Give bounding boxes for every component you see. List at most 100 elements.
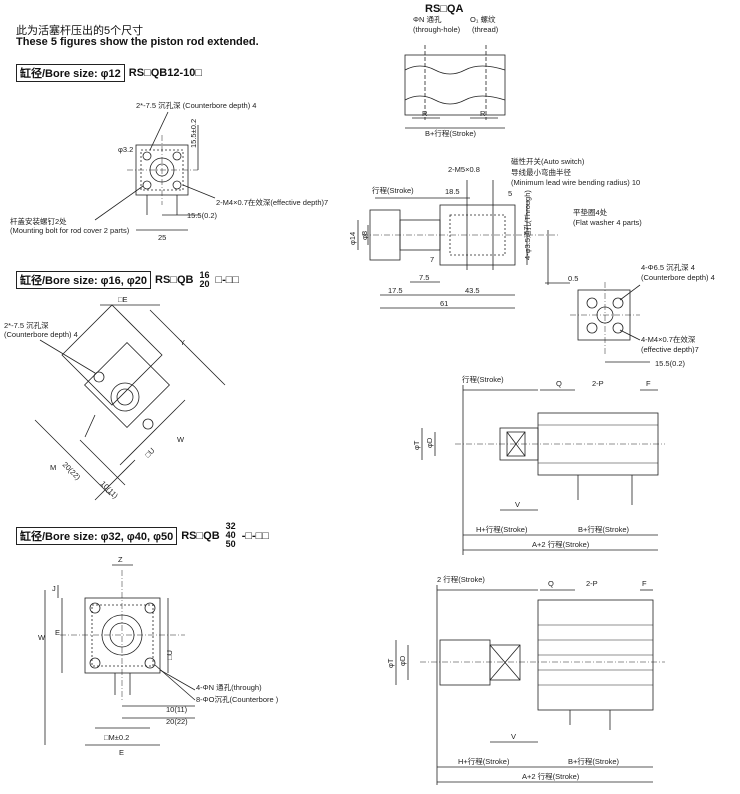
end2-hole-bl: [586, 322, 598, 334]
fig32-hole-br: [144, 657, 156, 669]
f12-v155: 15.5±0.2: [189, 119, 198, 148]
end2-leader-m4: [619, 329, 641, 341]
f32-M: □M±0.2: [104, 733, 129, 742]
side-stroke: 行程(Stroke): [372, 185, 414, 195]
l2-D: φD: [398, 655, 407, 666]
l1-A: A+2 行程(Stroke): [532, 539, 590, 549]
f12-m4: 2-M4×0.7在效深(effective depth)7: [216, 197, 328, 207]
fig16-dim-W: [119, 399, 186, 466]
f12-h155: 15.5(0.2): [187, 211, 218, 220]
l2-A: A+2 行程(Stroke): [522, 771, 580, 781]
fig-bore16: [34, 304, 226, 501]
long2-rod-end: [439, 639, 491, 686]
side-washer-en: (Flat washer 4 parts): [573, 218, 642, 227]
f12-bolt-en: (Mounting bolt for rod cover 2 parts): [10, 226, 130, 235]
side-d8: φ8: [360, 231, 369, 240]
long2-nut-x2: [489, 644, 521, 681]
l2-V: V: [511, 732, 516, 741]
f32-Z: Z: [118, 555, 123, 564]
qa-title: RS□QA: [425, 3, 463, 15]
fig-long2: [395, 585, 665, 785]
end2-hole-tr: [612, 297, 624, 309]
fig16-rod: [116, 388, 134, 406]
fig16-body: [84, 342, 170, 428]
fig16-tab: [84, 414, 96, 438]
end2-leader-cb: [619, 284, 641, 301]
end2-hole-br: [612, 322, 624, 334]
qa-thread: O₁ 螺纹: [470, 14, 496, 24]
l1-P: 2-P: [592, 379, 604, 388]
bore-16-heading: 缸径/Bore size: φ16, φ20 RS□QB 16 20 □-□□: [16, 271, 239, 289]
l1-F: F: [646, 379, 651, 388]
fig16-hole-1: [93, 371, 105, 383]
l1-H: H+行程(Stroke): [476, 524, 528, 534]
fig16-leader-cb: [39, 339, 96, 374]
qa-r1: R: [422, 109, 428, 118]
qa-stroke: B+行程(Stroke): [425, 128, 477, 138]
f16-cb-en: (Counterbore depth) 4: [4, 330, 78, 339]
f32-E2: E: [119, 748, 124, 757]
qa-hole-en: (through-hole): [413, 25, 461, 34]
f32-n: 4-ΦN 通孔(through): [196, 682, 262, 692]
end2-hole-tl: [586, 297, 598, 309]
f16-M: M: [50, 463, 56, 472]
side-435: 43.5: [465, 286, 480, 295]
fig32-leader-o: [154, 664, 196, 701]
fig32-hole-tr: [144, 602, 156, 614]
side-75: 7.5: [419, 273, 429, 282]
long2-nut: [489, 644, 521, 681]
side-washer-cn: 平垫圈4处: [573, 207, 608, 217]
bore-12-heading: 缸径/Bore size: φ12 RS□QB12-10□: [16, 64, 202, 82]
fig12-hole-br: [172, 180, 182, 190]
side-switch: 磁性开关(Auto switch): [511, 156, 585, 166]
bore-32-sizes: 32 40 50: [226, 522, 236, 549]
bore-16-sizes: 16 20: [199, 271, 209, 289]
side-185: 18.5: [445, 187, 460, 196]
f32-J: J: [52, 584, 56, 593]
fig-long1: [421, 385, 665, 555]
fig-end2: [570, 282, 650, 363]
labels: RS□QA ΦN 通孔 (through-hole) O₁ 螺纹 (thread…: [4, 3, 715, 781]
fig-bore32: [44, 564, 196, 746]
fig32-hole-tl: [89, 602, 101, 614]
f12-w25: 25: [158, 233, 166, 242]
fig12-leader-cb: [149, 111, 169, 151]
fig32-hole-bl: [89, 657, 101, 669]
l1-B: B+行程(Stroke): [578, 524, 630, 534]
l1-T: φT: [412, 440, 421, 450]
fig16-dim-20: [79, 439, 126, 486]
f16-10: 10(11): [99, 479, 121, 501]
bore-16-model: RS□QB: [155, 274, 194, 286]
fig16-hole-2: [142, 418, 154, 430]
size-32: 32: [225, 521, 236, 531]
l1-D: φD: [425, 437, 434, 448]
qa-thread-en: (thread): [472, 25, 499, 34]
size-20: 20: [199, 279, 210, 289]
bore-32-suffix: -□-□□: [241, 529, 269, 542]
fig32-inner: [91, 604, 154, 667]
e2-cb-cn: 4-Φ6.5 沉孔深 4: [641, 263, 695, 272]
bore-32-label: 缸径/Bore size: φ32, φ40, φ50: [16, 526, 178, 545]
f32-10: 10(11): [166, 705, 188, 714]
qa-r2: R: [480, 109, 486, 118]
fig12-leader-bolt: [94, 185, 144, 221]
bore-32-heading: 缸径/Bore size: φ32, φ40, φ50 RS□QB 32 40 …: [16, 522, 269, 549]
bore-12-label: 缸径/Bore size: φ12: [16, 64, 125, 82]
size-40: 40: [225, 530, 236, 540]
f16-cb-cn: 2*-7.5 沉孔深: [4, 321, 49, 330]
f12-dia32: φ3.2: [118, 145, 133, 154]
l2-B: B+行程(Stroke): [568, 756, 620, 766]
side-61: 61: [440, 299, 448, 308]
fig32-body: [84, 597, 161, 674]
f12-cb: 2*-7.5 沉孔深 (Counterbore depth) 4: [136, 101, 256, 110]
l2-P: 2-P: [586, 579, 598, 588]
f16-20: 20(22): [61, 460, 83, 482]
side-7: 7: [430, 255, 434, 264]
fig32-leader-n: [159, 669, 196, 691]
f12-bolt-cn: 杆盖安装螺钉2处: [10, 216, 67, 226]
e2-155: 15.5(0.2): [655, 359, 686, 368]
e2-m4-en: (effective depth)7: [641, 345, 699, 354]
fig-qa: [404, 45, 506, 129]
side-wire-cn: 导线最小弯曲半径: [511, 167, 571, 177]
